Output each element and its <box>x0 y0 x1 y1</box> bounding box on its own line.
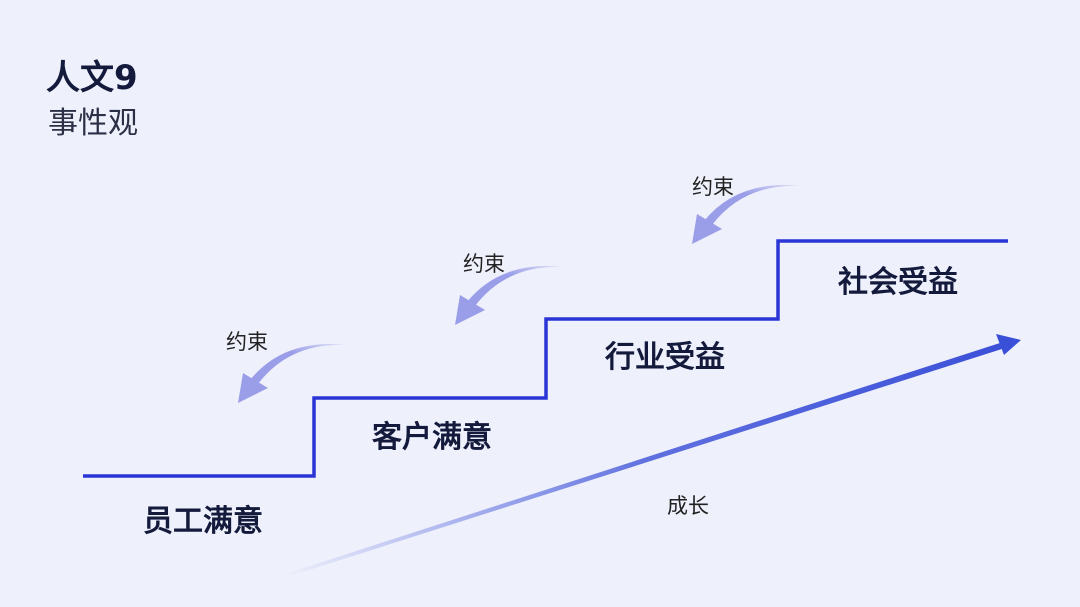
constraint-arrow-2 <box>455 266 565 325</box>
constraint-arrow-3 <box>692 185 802 244</box>
constraint-label-2: 约束 <box>463 252 505 276</box>
staircase-line <box>83 239 1008 478</box>
constraint-label-1: 约束 <box>226 330 268 354</box>
step-label-employee: 员工满意 <box>143 504 263 539</box>
growth-label: 成长 <box>667 494 709 518</box>
constraint-arrow-1 <box>238 344 348 403</box>
page-subtitle: 事性观 <box>48 106 138 141</box>
page-title: 人文9 <box>46 58 138 98</box>
growth-arrow <box>285 334 1021 577</box>
step-label-customer: 客户满意 <box>372 420 492 455</box>
step-label-society: 社会受益 <box>838 265 958 300</box>
step-label-industry: 行业受益 <box>605 340 725 375</box>
constraint-label-3: 约束 <box>692 175 734 199</box>
